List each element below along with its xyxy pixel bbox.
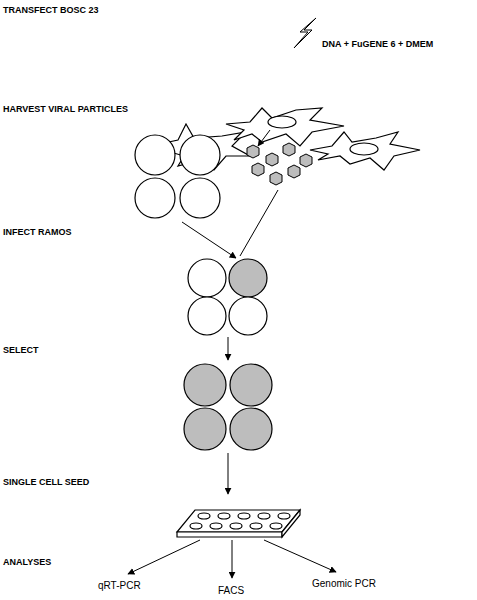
cell-shape [226, 108, 344, 146]
arrow-line [182, 222, 236, 258]
nucleus-shape [350, 143, 378, 155]
arrow-line [228, 453, 229, 494]
arrow-line [240, 190, 278, 256]
cell-shape [310, 132, 420, 170]
cell-cluster [184, 364, 272, 450]
lightning-symbol [294, 18, 316, 48]
arrow-line [228, 337, 229, 360]
step-heading: SINGLE CELL SEED [3, 478, 89, 488]
arrow-line [232, 540, 233, 578]
reagent-note: DNA + FuGENE 6 + DMEM [322, 40, 433, 50]
cell-cluster [188, 259, 267, 335]
step-heading: TRANSFECT BOSC 23 [3, 6, 99, 16]
analysis-label: qRT-PCR [98, 580, 141, 591]
arrow-line [128, 540, 200, 574]
arrow-line [264, 540, 336, 572]
viral-particles [247, 143, 312, 185]
step-heading: ANALYSES [3, 558, 51, 568]
analysis-label: Genomic PCR [312, 578, 376, 589]
step-heading: INFECT RAMOS [3, 228, 72, 238]
well-plate [177, 510, 300, 537]
arrow-line [258, 130, 270, 146]
step-heading: HARVEST VIRAL PARTICLES [3, 105, 128, 115]
cell-cluster [135, 135, 220, 218]
analysis-label: FACS [218, 585, 244, 596]
step-heading: SELECT [3, 346, 39, 356]
nucleus-shape [268, 116, 296, 128]
